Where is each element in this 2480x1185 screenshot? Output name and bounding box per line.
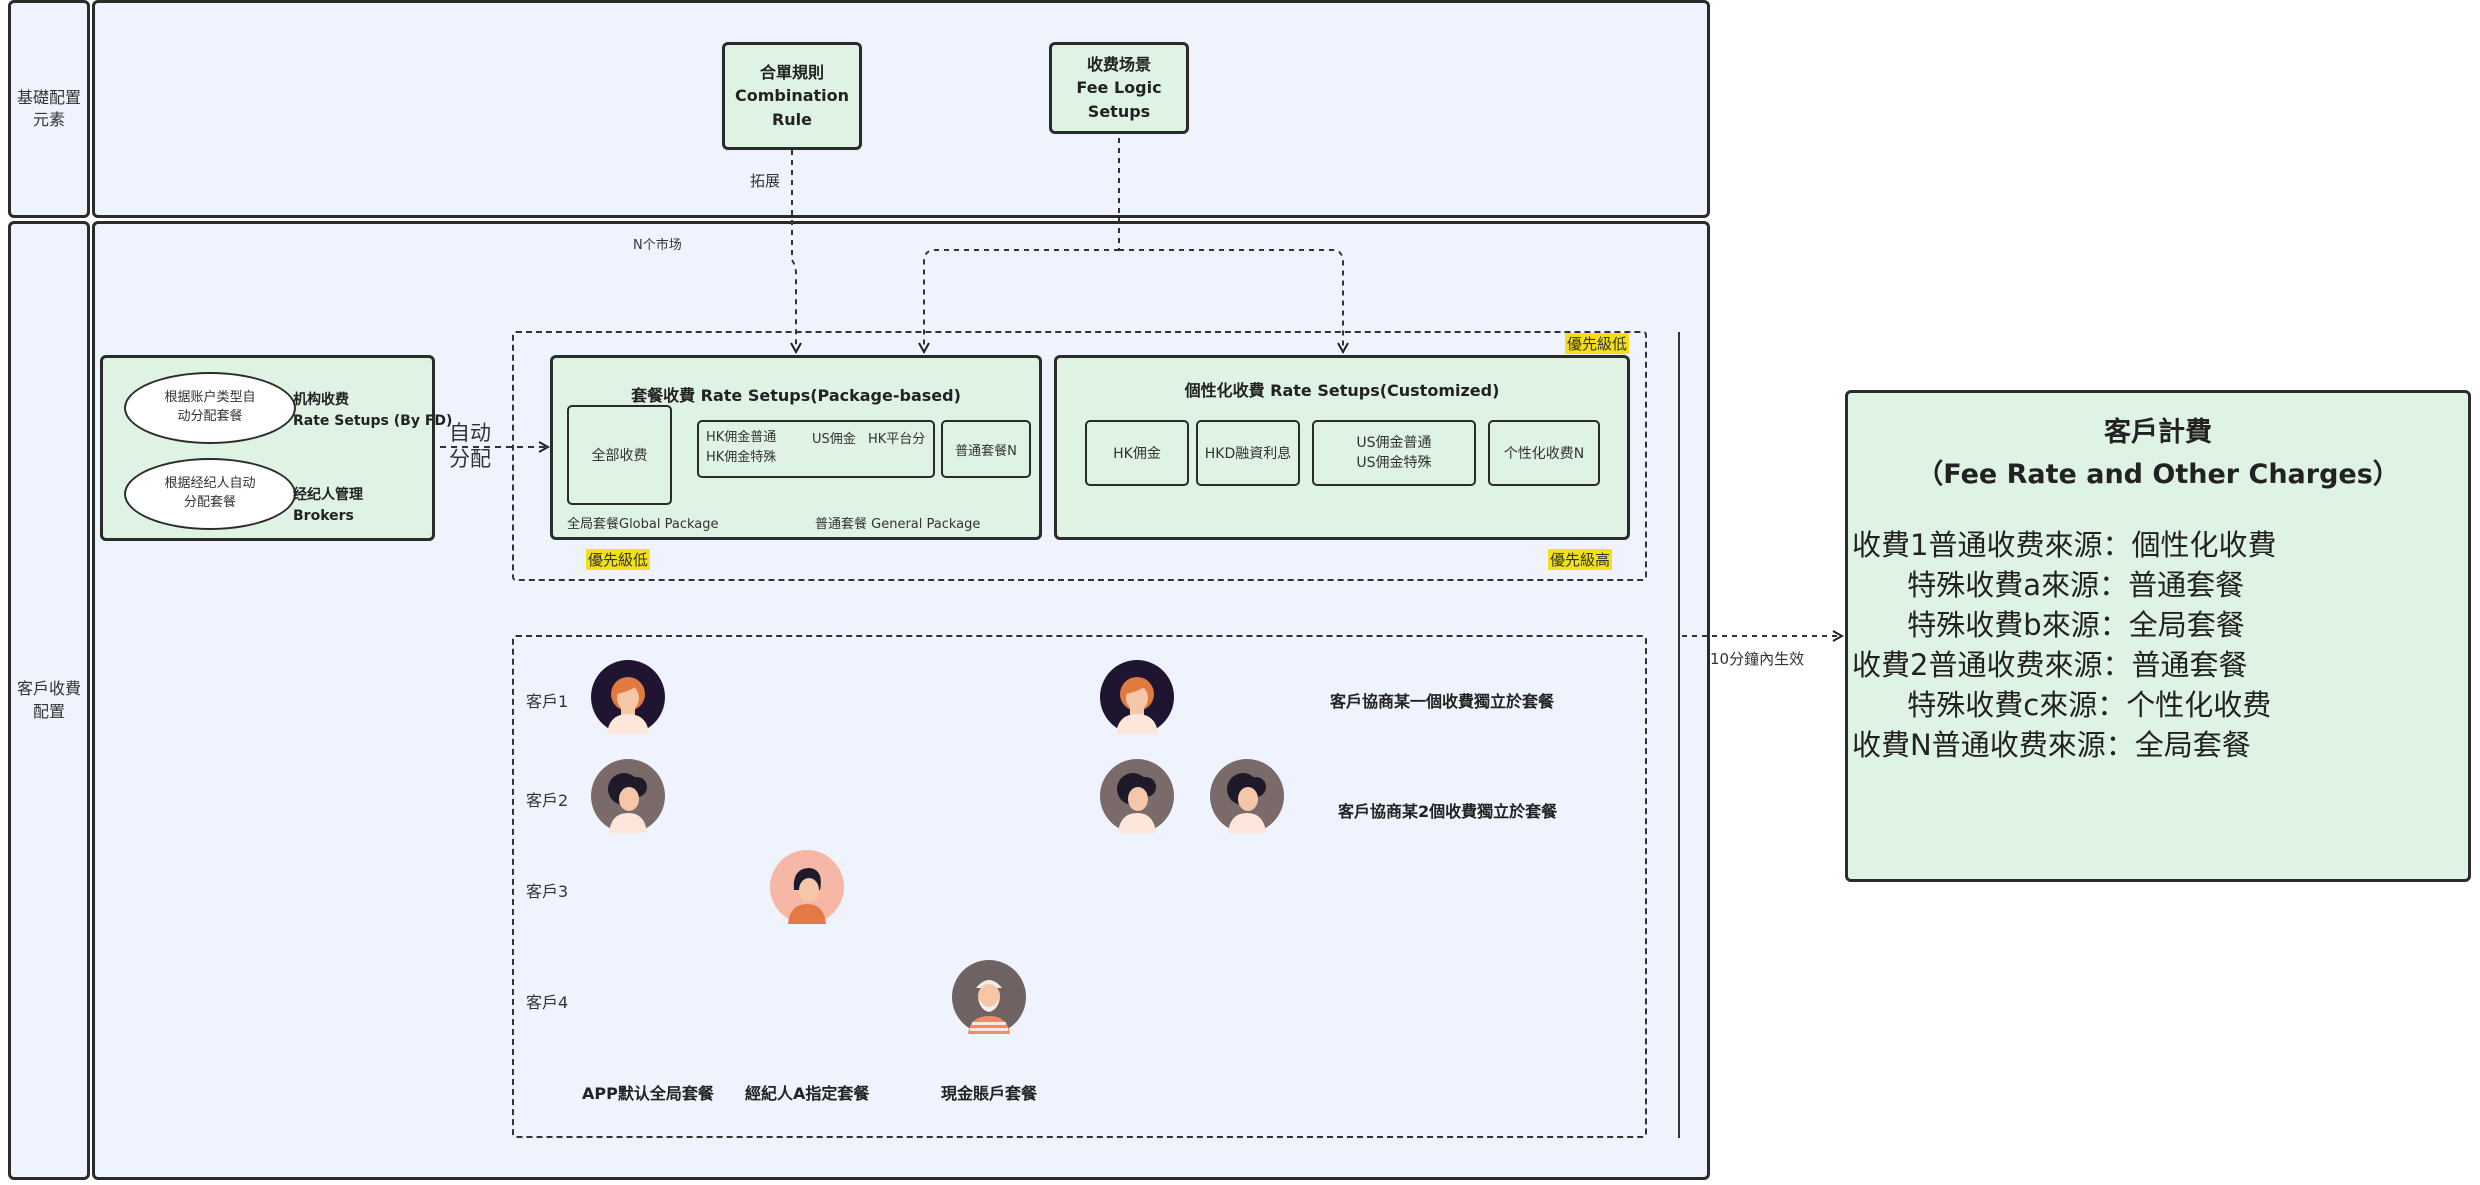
combination-rule-node[interactable]: 合單規則 Combination Rule	[722, 42, 862, 150]
priority-high-badge: 優先級高	[1548, 549, 1613, 570]
avatar-woman-curly-hair	[591, 759, 665, 833]
billing-line-4: 收費2普通收费來源：普通套餐	[1852, 648, 2248, 682]
avatar-bearded-man	[952, 960, 1026, 1034]
custom-hk-comm-box[interactable]: HK佣金	[1085, 420, 1189, 486]
custom-rate-title: 個性化收費 Rate Setups(Customized)	[1184, 381, 1500, 400]
lane-label-basic: 基礎配置 元素	[8, 0, 90, 218]
customer-4-label: 客戶4	[526, 993, 569, 1012]
extend-label: 拓展	[750, 172, 781, 190]
customer-billing-subtitle: （Fee Rate and Other Charges）	[1916, 459, 2400, 490]
priority-low-top-badge: 優先級低	[1565, 333, 1630, 354]
billing-line-2: 特殊收費a來源：普通套餐	[1852, 568, 2245, 602]
avatar-woman-black-hair	[770, 850, 844, 924]
billing-line-5: 特殊收費c來源：个性化收费	[1852, 688, 2272, 722]
normal-package-n-box[interactable]: 普通套餐N	[941, 420, 1031, 478]
avatar-woman-curly-hair-custom-a	[1100, 759, 1174, 833]
billing-line-1: 收費1普通收费來源：個性化收費	[1852, 528, 2277, 562]
connector-fee-logic-to-package	[924, 249, 1119, 352]
general-package-group[interactable]	[697, 420, 935, 478]
effective-time-label: 10分鐘內生效	[1710, 650, 1805, 668]
org-fee-label: 机构收费 Rate Setups (By FD)	[293, 392, 453, 429]
all-fees-box[interactable]: 全部收费	[567, 405, 672, 505]
billing-line-3: 特殊收費b來源：全局套餐	[1852, 608, 2245, 642]
hk-comm-label: HK佣金普通 HK佣金特殊	[706, 430, 777, 465]
billing-line-6: 收費N普通收费來源：全局套餐	[1852, 728, 2251, 762]
app-global-package-label: APP默认全局套餐	[582, 1084, 714, 1103]
connector-fee-logic-to-custom	[1119, 249, 1343, 352]
priority-low-badge: 優先級低	[586, 549, 651, 570]
customer-2-note: 客戶協商某2個收費獨立於套餐	[1338, 802, 1558, 821]
rate-setups-container	[512, 331, 1647, 581]
us-comm-label: US佣金	[812, 432, 856, 447]
fee-logic-node[interactable]: 收费场景 Fee Logic Setups	[1049, 42, 1189, 134]
hk-platform-label: HK平台分	[868, 432, 926, 447]
cash-account-package-label: 現金賬戶套餐	[941, 1084, 1038, 1103]
broker-ellipse[interactable]: 根据经纪人自动 分配套餐	[124, 458, 296, 530]
avatar-woman-orange-hair	[591, 660, 665, 734]
customer-billing-panel[interactable]	[1845, 390, 2471, 882]
general-package-label: 普通套餐 General Package	[815, 517, 981, 532]
avatar-woman-curly-hair-custom-b	[1210, 759, 1284, 833]
customer-billing-title: 客戶計費	[2104, 417, 2212, 448]
account-type-ellipse[interactable]: 根据账户类型自 动分配套餐	[124, 372, 296, 444]
broker-package-label: 經紀人A指定套餐	[745, 1084, 870, 1103]
custom-hkd-margin-box[interactable]: HKD融資利息	[1196, 420, 1300, 486]
connector-combination-to-package	[792, 150, 796, 352]
customer-1-note: 客戶協商某一個收費獨立於套餐	[1330, 692, 1555, 711]
lane-basic-elements	[92, 0, 1710, 218]
avatar-woman-orange-hair-custom	[1100, 660, 1174, 734]
customer-3-label: 客戶3	[526, 882, 569, 901]
n-markets-label: N个市场	[633, 238, 682, 253]
customer-2-label: 客戶2	[526, 791, 569, 810]
global-package-label: 全局套餐Global Package	[567, 517, 719, 532]
custom-fee-n-box[interactable]: 个性化收费N	[1488, 420, 1600, 486]
broker-mgmt-label: 经纪人管理 Brokers	[293, 487, 363, 524]
custom-us-comm-box[interactable]: US佣金普通 US佣金特殊	[1312, 420, 1476, 486]
customers-container	[512, 635, 1647, 1138]
auto-assign-label: 自动 分配	[449, 421, 491, 472]
customer-1-label: 客戶1	[526, 692, 569, 711]
package-rate-title: 套餐收費 Rate Setups(Package-based)	[631, 386, 961, 405]
lane-label-customer: 客戶收費 配置	[8, 221, 90, 1180]
